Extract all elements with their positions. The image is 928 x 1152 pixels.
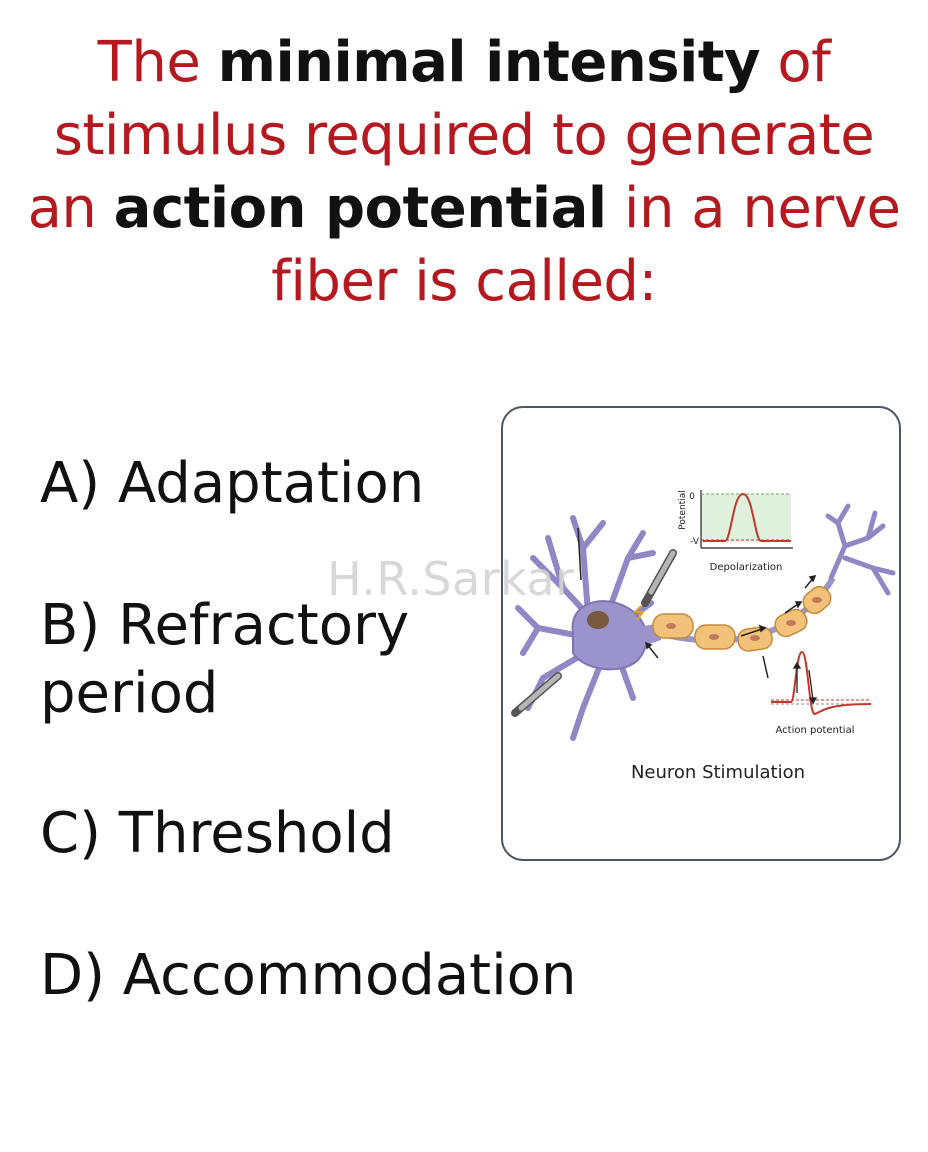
action-potential-label: Action potential	[776, 725, 855, 736]
option-d[interactable]: D) Accommodation	[40, 943, 577, 1008]
axon-terminals	[825, 503, 896, 596]
depolarization-label: Depolarization	[710, 562, 783, 573]
stimulating-electrode	[632, 549, 677, 621]
depolarization-curve	[703, 492, 791, 542]
neuron-figure-card: 0 -V Potential Depolarization Action pot…	[501, 406, 901, 861]
question-emphasis: action potential	[113, 176, 607, 241]
question-part: The	[97, 30, 218, 95]
recording-electrode	[511, 672, 562, 717]
depolarization-plot: 0 -V Potential Depolarization	[678, 490, 793, 573]
action-potential-plot: Action potential	[771, 650, 872, 736]
potential-top-tick: 0	[689, 492, 695, 502]
potential-bottom-tick: -V	[690, 537, 700, 547]
propagation-arrows	[577, 527, 817, 679]
myelin-nuclei	[666, 597, 822, 641]
action-potential-curve	[771, 650, 872, 716]
potential-axis-label: Potential	[678, 490, 688, 529]
option-b[interactable]: B) Refractory period	[40, 593, 410, 726]
option-c[interactable]: C) Threshold	[40, 801, 395, 866]
option-a[interactable]: A) Adaptation	[40, 451, 425, 516]
question-text: The minimal intensity of stimulus requir…	[20, 26, 908, 318]
myelin-sheath	[652, 585, 832, 652]
question-part: of stimulus required to generate an	[27, 30, 875, 241]
nucleus	[587, 611, 609, 629]
watermark-text: H.R.Sarkar	[327, 552, 575, 606]
question-emphasis: minimal intensity	[217, 30, 761, 95]
question-part: in a nerve fiber is called:	[271, 176, 901, 314]
neuron-diagram: 0 -V Potential Depolarization Action pot…	[511, 490, 896, 783]
figure-caption: Neuron Stimulation	[631, 762, 805, 783]
